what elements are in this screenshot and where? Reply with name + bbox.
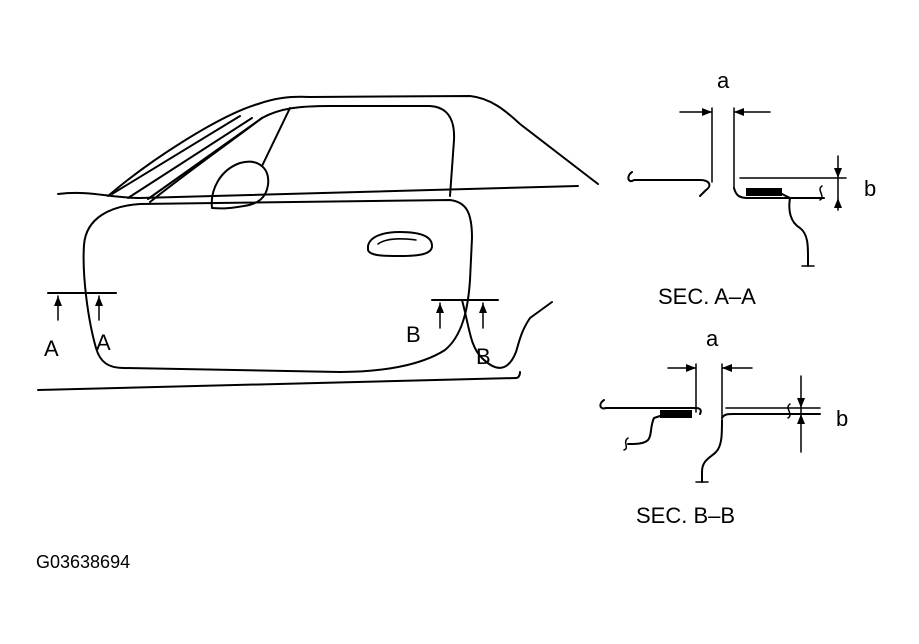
aa-flange-down [781, 193, 809, 267]
cut-label-b-right: B [476, 344, 491, 369]
rear-fender [461, 299, 553, 369]
section-aa-detail: a b SEC. A–A [627, 68, 876, 309]
bb-dim-b-label: b [836, 406, 848, 431]
aa-weatherstrip [746, 188, 782, 196]
aa-right-panel [733, 187, 825, 199]
door-window-frame [149, 105, 456, 203]
bb-right-break [787, 403, 791, 419]
section-bb-detail: a b SEC. B–B [599, 326, 848, 528]
cut-label-a-left: A [44, 336, 59, 361]
cut-label-b-left: B [406, 322, 421, 347]
aa-dim-b-label: b [864, 176, 876, 201]
bb-right-flange [701, 419, 723, 483]
arrow-a-left [54, 295, 62, 321]
roof-outline [107, 95, 599, 197]
window-divider [261, 107, 291, 167]
belt-line [57, 185, 579, 199]
door-handle-inner [377, 238, 417, 245]
car-side-view: A A B B [37, 95, 599, 391]
bb-left-flange [627, 415, 661, 445]
arrow-b-left [436, 302, 444, 329]
arrow-a-right [95, 295, 103, 321]
section-bb-title: SEC. B–B [636, 503, 735, 528]
a-pillar-inner [127, 117, 253, 199]
aa-dim-a-label: a [717, 68, 730, 93]
door-panel [82, 199, 473, 373]
bb-left-break [623, 437, 629, 451]
figure-code: G03638694 [36, 552, 130, 572]
section-aa-title: SEC. A–A [658, 284, 756, 309]
rocker-line [37, 371, 521, 391]
arrow-b-right [479, 302, 487, 329]
door-handle [367, 231, 433, 257]
aa-left-panel [627, 171, 711, 197]
aa-right-break [819, 185, 823, 201]
bb-weatherstrip [660, 410, 692, 418]
cut-label-a-right: A [96, 330, 111, 355]
bb-dim-a-label: a [706, 326, 719, 351]
bb-left-panel [599, 399, 702, 415]
a-pillar-outer [111, 115, 241, 195]
bb-right-panel [721, 413, 821, 419]
side-mirror [210, 160, 270, 210]
